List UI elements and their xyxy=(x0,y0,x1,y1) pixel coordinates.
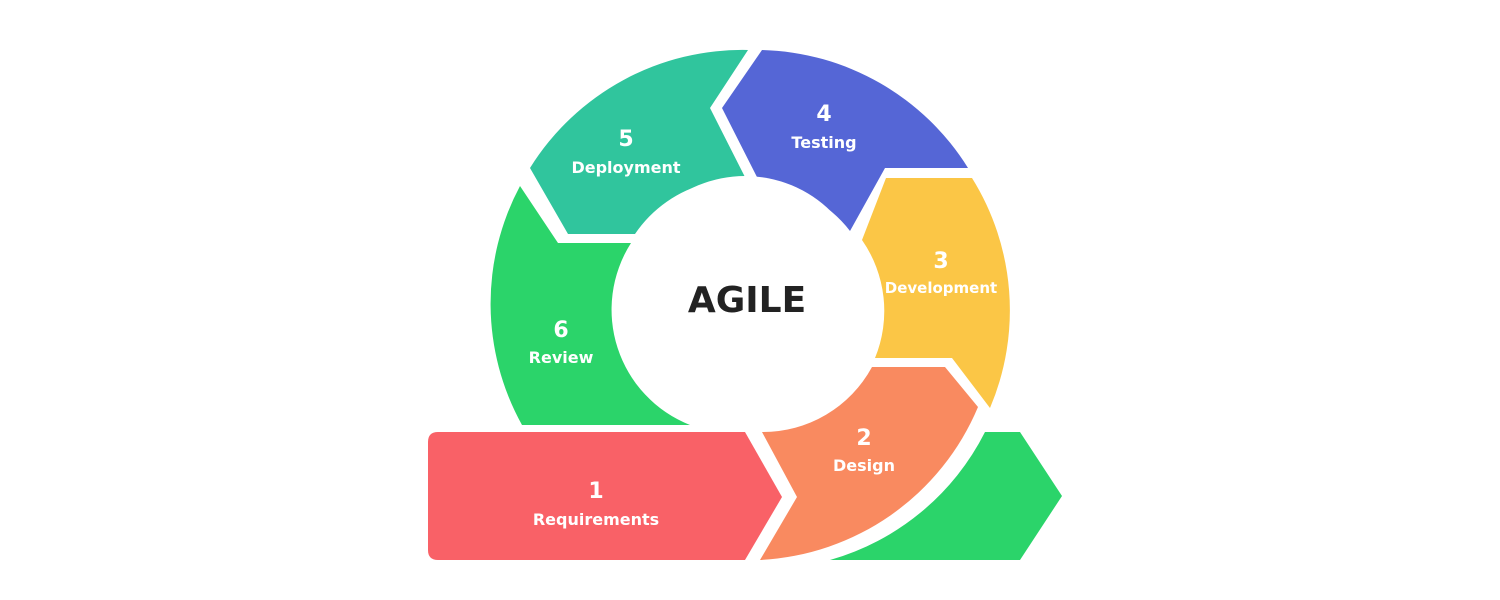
step-5-number: 5 xyxy=(618,127,633,152)
center-title: AGILE xyxy=(688,280,806,321)
step-6-label: Review xyxy=(529,348,594,367)
step-2-label: Design xyxy=(833,456,895,475)
step-5-label: Deployment xyxy=(571,158,680,177)
step-3-number: 3 xyxy=(933,249,948,274)
step-3-label: Development xyxy=(885,279,997,297)
step-5-deployment-segment xyxy=(530,49,748,235)
step-1-number: 1 xyxy=(588,479,603,504)
step-1-label: Requirements xyxy=(533,510,659,529)
step-3-development-segment xyxy=(862,178,1010,408)
step-6-number: 6 xyxy=(553,318,568,343)
center-circle xyxy=(623,176,867,420)
step-4-label: Testing xyxy=(791,133,856,152)
step-2-number: 2 xyxy=(856,426,871,451)
step-4-number: 4 xyxy=(816,102,831,127)
step-2-design-segment xyxy=(760,367,978,560)
step-6-review-segment xyxy=(490,186,690,425)
step-1-requirements-arrow xyxy=(428,432,782,560)
exit-arrow xyxy=(830,432,1062,560)
